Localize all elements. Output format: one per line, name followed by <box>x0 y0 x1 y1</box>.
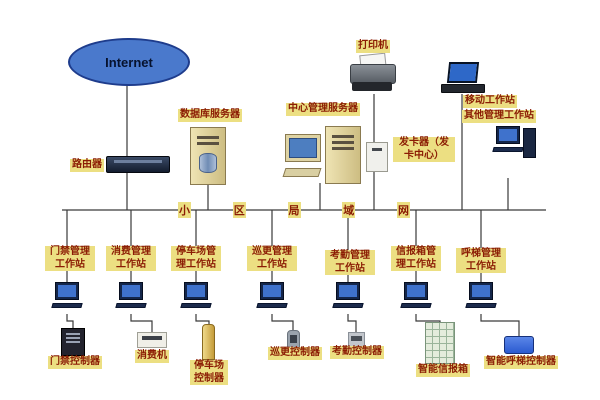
station-label-consumption: 消费管理工作站 <box>106 246 156 271</box>
lan-char: 域 <box>342 202 356 218</box>
router-icon <box>106 156 170 173</box>
card-issuer-label: 发卡器（发卡中心） <box>393 137 455 162</box>
access-controller-icon <box>61 328 85 356</box>
laptop-icon <box>441 62 485 94</box>
database-server-icon <box>190 127 226 185</box>
workstation-computer <box>463 282 499 316</box>
lan-char: 局 <box>287 202 301 218</box>
workstation-computer <box>49 282 85 316</box>
station-label-access-control: 门禁管理工作站 <box>45 246 95 271</box>
central-server-keyboard-icon <box>282 168 322 177</box>
device-label-smart-mailbox: 智能信报箱 <box>416 364 470 377</box>
device-label-attendance-controller: 考勤控制器 <box>330 346 384 359</box>
consumption-machine-icon <box>137 332 167 348</box>
database-cylinder-icon <box>199 153 217 173</box>
parking-controller-icon <box>202 324 215 360</box>
device-label-access-controller: 门禁控制器 <box>48 356 102 369</box>
printer-icon <box>350 52 396 96</box>
workstation-computer <box>254 282 290 316</box>
lan-char: 网 <box>397 202 410 218</box>
other-workstation-tower-icon <box>523 128 536 158</box>
internet-label: Internet <box>105 54 153 70</box>
station-label-patrol: 巡更管理工作站 <box>247 246 297 271</box>
other-workstation-label: 其他管理工作站 <box>462 110 536 123</box>
central-server-label: 中心管理服务器 <box>286 103 360 116</box>
internet-cloud: Internet <box>68 38 190 86</box>
workstation-computer <box>178 282 214 316</box>
elevator-controller-icon <box>504 336 534 354</box>
workstation-computer <box>113 282 149 316</box>
device-label-consumption-machine: 消费机 <box>135 350 169 363</box>
mobile-workstation-label: 移动工作站 <box>463 95 517 108</box>
workstation-computer <box>398 282 434 316</box>
device-label-patrol-controller: 巡更控制器 <box>268 347 322 360</box>
station-label-mailbox: 信报箱管理工作站 <box>391 246 441 271</box>
station-label-parking: 停车场管理工作站 <box>171 246 221 271</box>
database-server-label: 数据库服务器 <box>178 109 242 122</box>
lan-char: 区 <box>232 202 246 218</box>
smart-mailbox-icon <box>425 322 455 364</box>
central-server-tower-icon <box>325 126 361 184</box>
central-server-monitor-icon <box>285 134 321 162</box>
router-label: 路由器 <box>70 159 104 172</box>
printer-label: 打印机 <box>356 40 390 53</box>
lan-char: 小 <box>178 202 191 218</box>
lan-bus-label: 小 区 局 域 网 <box>178 202 410 218</box>
card-issuer-icon <box>366 142 388 172</box>
workstation-computer <box>330 282 366 316</box>
other-workstation-computer <box>490 126 526 160</box>
station-label-elevator: 呼梯管理工作站 <box>456 248 506 273</box>
device-label-elevator-controller: 智能呼梯控制器 <box>484 356 558 369</box>
device-label-parking-controller: 停车场控制器 <box>190 360 228 385</box>
station-label-attendance: 考勤管理工作站 <box>325 250 375 275</box>
